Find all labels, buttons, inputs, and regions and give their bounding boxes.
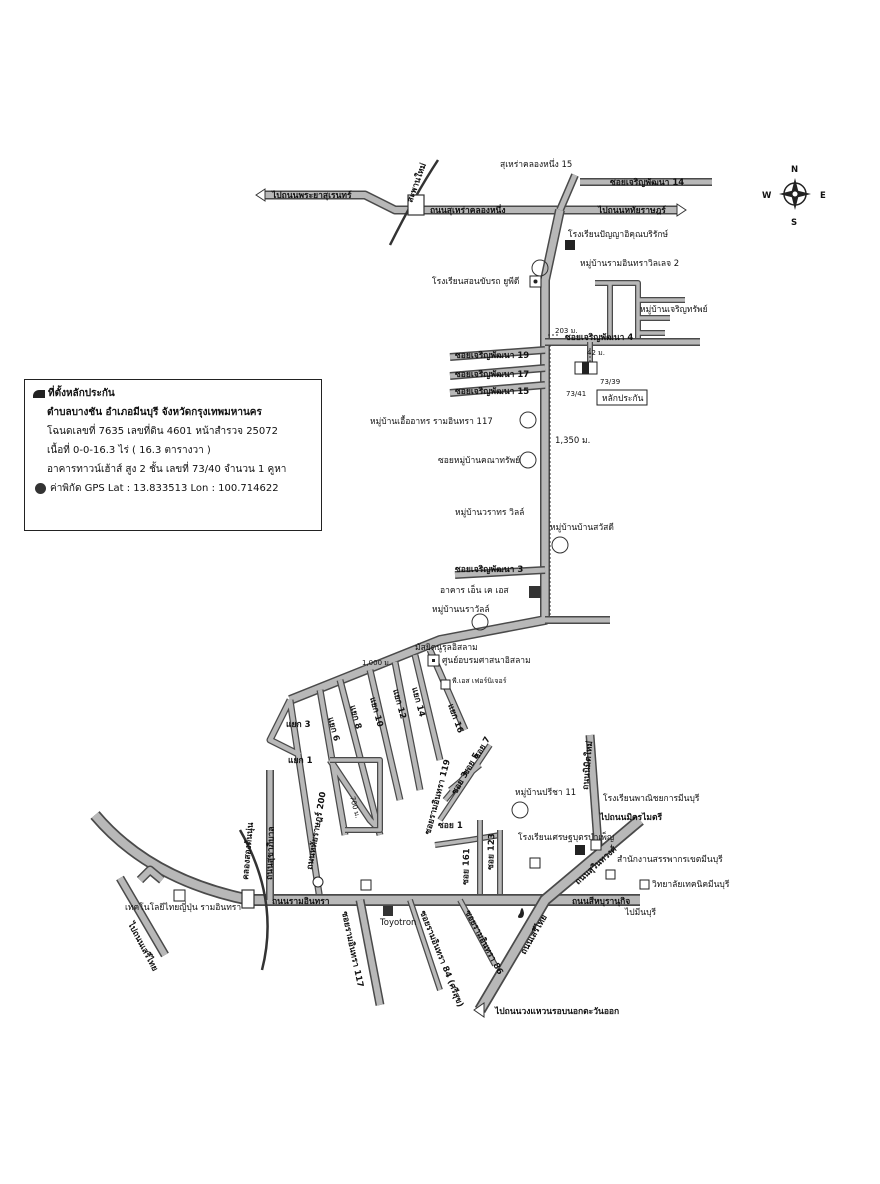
compass-e: E [820, 191, 826, 201]
legend-title: ที่ตั้งหลักประกัน [33, 384, 313, 403]
map-label-dist-1000: 1,000 ม. [362, 659, 391, 667]
map-label-yaek-12: แยก 12 [390, 688, 408, 720]
map-label-soi-15: ซอยเจริญพัฒนา 15 [455, 386, 529, 397]
site-marker-icon [33, 389, 45, 398]
map-label-islam-center: ศูนย์อบรมศาสนาอิสลาม [442, 655, 531, 666]
map-label-collateral: หลักประกัน [602, 394, 644, 404]
legend-gps: ค่าพิกัด GPS Lat : 13.833513 Lon : 100.7… [33, 479, 313, 498]
map-label-tech-minburi: วิทยาลัยเทคนิคมีนบุรี [652, 879, 730, 890]
map-label-khlong-song: คลองสองต้นนุ่น [240, 822, 256, 880]
gps-dot-icon [35, 483, 46, 494]
map-label-soi-161: ซอย 161 [461, 848, 472, 885]
canal-south [238, 829, 269, 971]
arrow-southwest-icon [473, 1002, 485, 1018]
map-label-toyotron: Toyotron [379, 918, 416, 928]
landmark-icons [173, 240, 650, 918]
map-label-soi-charoen-3: ซอยเจริญพัฒนา 3 [455, 564, 523, 575]
map-label-dist-203: 203 ม. [555, 327, 577, 335]
map-label-soi-charoen-14: ซอยเจริญพัฒนา 14 [610, 177, 684, 188]
arrow-east-icon [676, 203, 687, 217]
map-label-soi-khanasap: ซอยหมู่บ้านคณาทรัพย์ [438, 455, 520, 466]
map-label-bridge: สะพานใหม่ [404, 161, 428, 204]
map-label-yaek-3: แยก 3 [286, 720, 311, 730]
map-label-plot-73-41: 73/41 [566, 390, 586, 398]
legend-title-text: ที่ตั้งหลักประกัน [48, 388, 115, 399]
legend-district: ตำบลบางชัน อำเภอมีนบุรี จังหวัดกรุงเทพมห… [47, 407, 262, 418]
map-label-village-2: หมู่บ้านรามอินทราวิลเลจ 2 [580, 258, 679, 269]
map-label-village-117: หมู่บ้านเอื้ออาทร รามอินทรา 117 [370, 415, 493, 427]
map-label-sukhaphiban-15: สุเหร่าคลองหนึ่ง 15 [500, 158, 572, 170]
map-label-to-mitmai: ไปถนนมิตรไมตรี [599, 812, 663, 823]
road-network [90, 173, 712, 1014]
map-label-yaek-1: แยก 1 [288, 756, 313, 766]
legend-deed: โฉนดเลขที่ 7635 เลขที่ดิน 4601 หน้าสำรวจ… [47, 426, 279, 437]
map-label-to-phraya-suren: ไปถนนพระยาสุเรนทร์ [271, 190, 352, 201]
map-label-to-minburi: ไปมีนบุรี [624, 907, 656, 918]
map-label-yaek-10: แยก 10 [367, 696, 385, 728]
legend-gps-text: ค่าพิกัด GPS Lat : 13.833513 Lon : 100.7… [50, 483, 279, 494]
map-label-ngk: อาคาร เอ็น เค เอส [440, 584, 509, 596]
map-label-soi-17: ซอยเจริญพัฒนา 17 [455, 369, 529, 380]
map-label-revenue: สำนักงานสรรพากรเขตมีนบุรี [617, 854, 723, 865]
legend-box: ที่ตั้งหลักประกัน ตำบลบางชัน อำเภอมีนบุร… [24, 379, 322, 531]
map-label-tech-thai: เทคโนโลยีไทยญี่ปุ่น รามอินทรา [125, 901, 241, 913]
map-label-school-panya: โรงเรียนปัญญาอิคุณบริรักษ์ [568, 229, 669, 240]
map-label-pes: พี.เอส เฟอร์นิเจอร์ [452, 677, 507, 685]
legend-area: เนื้อที่ 0-0-16.3 ไร่ ( 16.3 ตารางวา ) [47, 445, 211, 456]
map-label-soi-1: ซอย 1 [438, 821, 463, 831]
legend-building: อาคารทาวน์เฮ้าส์ สูง 2 ชั้น เลขที่ 73/40… [47, 464, 287, 475]
map-label-nimit: ถนนนิมิตใหม่ [580, 740, 595, 790]
map-label-sukhaphiban-1: ถนนสุขาภิบาล [264, 826, 277, 880]
compass-n: N [791, 165, 798, 175]
map-label-soi-123: ซอย 123 [486, 833, 497, 870]
map-label-to-hathai: ไปถนนหทัยราษฎร์ [597, 205, 666, 216]
bridge-south [241, 889, 255, 909]
map-label-to-kanchana: ไปถนนวงแหวนรอบนอกตะวันออก [494, 1006, 619, 1017]
map-label-narawin: หมู่บ้านนราวัลล์ [432, 604, 490, 615]
compass-icon [779, 178, 811, 210]
map-label-dist-42: 42 ม. [587, 349, 605, 357]
map-label-school-sorn: โรงเรียนสอนขับรถ ยูพีดี [432, 276, 519, 287]
map-label-plot-73-39: 73/39 [600, 378, 620, 386]
map-label-hat-klong: ถนนสุเหร่าคลองหนึ่ง [430, 203, 506, 216]
map-label-school-settabut: โรงเรียนเศรษฐบุตรบำเพ็ญ [518, 831, 614, 843]
map-label-dist-1350: 1,350 ม. [555, 436, 590, 446]
map-label-soi-19: ซอยเจริญพัฒนา 19 [455, 350, 529, 361]
collateral-plot [574, 361, 648, 406]
map-label-sawat: หมู่บ้านบ้านสวัสดี [550, 522, 614, 533]
arrow-west-icon [255, 188, 266, 202]
map-label-charoen-sap: หมู่บ้านเจริญทรัพย์ [640, 304, 708, 315]
compass-w: W [762, 191, 772, 201]
map-label-soi-charoen-4: ซอยเจริญพัฒนา 4 [565, 332, 633, 343]
map-label-mosque: มัสยิดนูรุลอิสลาม [415, 643, 478, 653]
map-label-soi-ram-86: ซอยรามอินทรา 86 [462, 908, 505, 976]
map-label-sihaburanukit: ถนนสีหบุรานุกิจ [572, 896, 630, 907]
map-label-soi-ram-84: ซอยรามอินทรา 84 (ศรีสุข) [417, 909, 466, 1009]
map-label-school-pan: โรงเรียนพาณิชยการมีนบุรี [603, 793, 700, 804]
map-label-preecha: หมู่บ้านปรีชา 11 [515, 787, 576, 798]
bridge-north [407, 194, 425, 216]
map-label-ram-road: ถนนรามอินทรา [272, 896, 330, 907]
compass-s: S [791, 218, 797, 228]
map-label-warathon: หมู่บ้านวราทร วิลล์ [455, 507, 524, 518]
